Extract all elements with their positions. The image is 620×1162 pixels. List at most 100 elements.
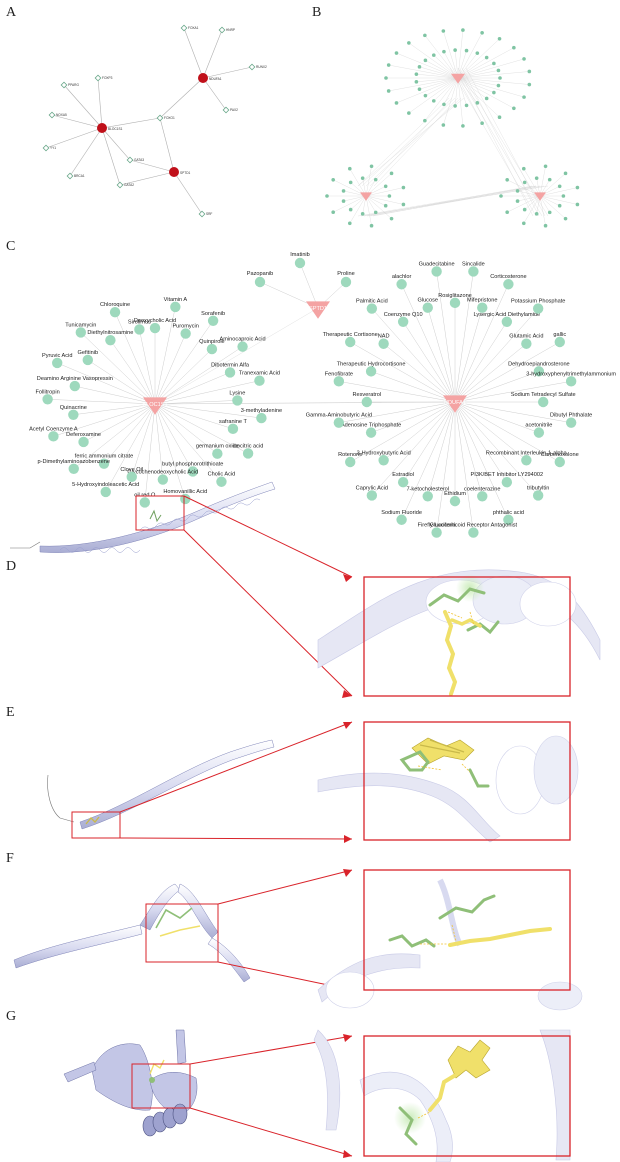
drug-label: Coenzyme Q10 — [384, 312, 423, 318]
network-edge — [373, 97, 459, 187]
drug-node — [554, 336, 565, 348]
drug-node — [105, 334, 116, 346]
panel-label-g: G — [6, 1009, 16, 1024]
gene-node — [497, 36, 502, 41]
network-edge — [372, 185, 537, 217]
drug-node — [431, 266, 442, 277]
network-edge — [443, 51, 459, 79]
drug-label: Therapeutic Cortisone — [323, 332, 378, 338]
drug-edge — [402, 401, 456, 483]
gene-node — [386, 89, 391, 93]
gene-node — [347, 166, 352, 171]
network-edge — [457, 67, 534, 217]
gene-node — [360, 176, 365, 180]
drug-edge — [144, 403, 156, 503]
hub-node-ndufa1 — [198, 73, 208, 83]
gene-node — [347, 221, 352, 226]
drug-label: Rosiglitazone — [438, 293, 472, 299]
drug-node — [378, 455, 389, 466]
gene-node — [497, 115, 502, 120]
drug-label: Vitamin A — [164, 297, 188, 303]
gene-node — [383, 184, 388, 189]
drug-edge — [454, 401, 527, 461]
network-edge — [457, 70, 499, 79]
drug-label: Mifepristone — [467, 298, 497, 304]
gene-node — [480, 121, 484, 126]
gene-node — [394, 51, 399, 55]
drug-node — [207, 315, 219, 326]
drug-edge — [371, 371, 456, 403]
drug-edge — [454, 401, 483, 497]
drug-edge — [401, 284, 456, 403]
gene-node — [373, 210, 378, 215]
target-node — [306, 301, 330, 319]
gene-node — [543, 164, 548, 169]
drug-node — [256, 412, 267, 424]
drug-node — [75, 327, 87, 338]
drug-label: 3-methyladenine — [241, 408, 282, 414]
zoom-view — [317, 721, 579, 843]
hub-label: BLOC1S1 — [108, 127, 123, 131]
drug-edge — [154, 348, 213, 405]
gene-node — [407, 41, 411, 45]
drug-node — [216, 476, 227, 487]
drug-node — [232, 395, 243, 406]
gene-node — [389, 216, 394, 221]
network-edge — [457, 77, 478, 103]
drug-label: Sorafenib — [201, 311, 225, 317]
gene-node — [414, 72, 419, 76]
drug-node — [69, 380, 81, 392]
drug-node — [521, 338, 532, 349]
drug-label: Glucose — [417, 298, 438, 304]
network-edge — [388, 77, 459, 92]
drug-node — [68, 409, 79, 421]
network-edge — [457, 47, 514, 79]
drug-node — [227, 423, 239, 435]
drug-label: p-Dimethylaminoazobenzene — [38, 459, 110, 465]
gene-node — [431, 99, 436, 103]
drug-label: Tranexamic Acid — [239, 371, 280, 377]
gene-label: RUNX2 — [256, 65, 267, 69]
network-edge — [365, 187, 404, 197]
gene-node — [512, 106, 516, 111]
drug-edge — [371, 308, 456, 403]
drug-label: Quinacrine — [60, 405, 87, 411]
drug-node — [180, 328, 191, 339]
drug-node — [422, 302, 433, 313]
protein-helix — [39, 481, 276, 553]
network-edge — [517, 195, 541, 202]
network-edge — [396, 52, 459, 79]
gene-node — [423, 58, 428, 63]
drug-label: Sirolimus — [128, 319, 151, 325]
drug-node — [533, 427, 545, 438]
drug-label: Acetyl Coenzyme A — [29, 426, 78, 432]
gene-label: GATA3 — [134, 158, 144, 162]
network-edge — [457, 77, 525, 98]
gene-node — [389, 171, 394, 176]
network-edge — [365, 195, 392, 219]
drug-node — [538, 396, 549, 408]
drug-node — [533, 366, 545, 377]
zoom-box-small — [131, 1063, 191, 1109]
drug-node — [503, 279, 514, 290]
zoom-box-large — [363, 1035, 571, 1157]
gene-node — [461, 28, 465, 32]
network-edge — [457, 77, 487, 99]
gene-node — [453, 48, 457, 52]
drug-node — [224, 367, 236, 378]
network-edge — [416, 74, 459, 79]
drug-edge — [454, 284, 509, 403]
drug-edge — [454, 341, 560, 403]
network-edge — [365, 173, 392, 197]
zoom-box-small — [71, 811, 121, 839]
drug-node — [48, 431, 59, 442]
network-edge — [343, 195, 367, 202]
network-edge — [457, 77, 467, 106]
panel-e-docking — [47, 721, 579, 843]
drug-edge — [454, 401, 508, 483]
network-edge — [388, 64, 459, 79]
drug-label: Gamma-Aminobutyric Acid — [306, 413, 372, 419]
gene-label: BRCA1 — [74, 174, 85, 178]
drug-node — [139, 497, 150, 508]
drug-node — [565, 376, 577, 387]
